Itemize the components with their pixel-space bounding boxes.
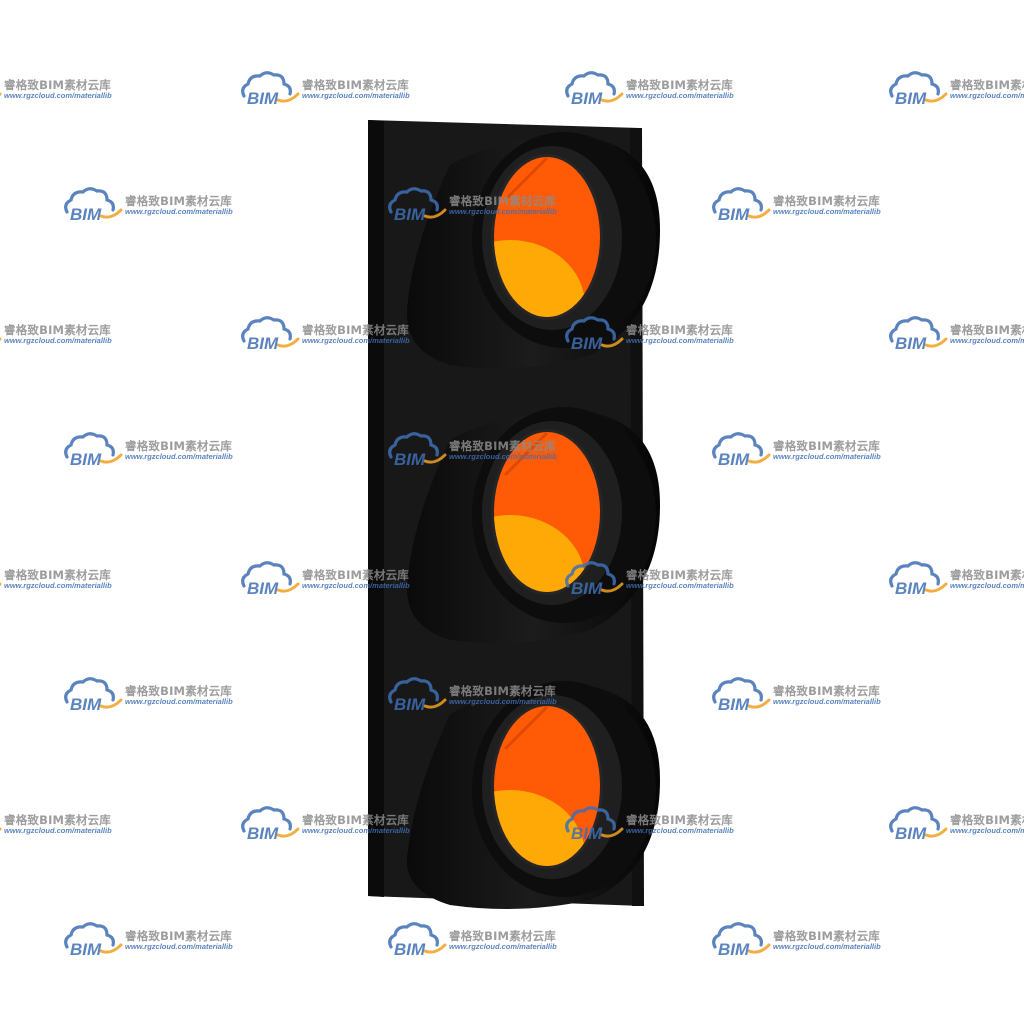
lamp-middle (406, 407, 660, 644)
lamp-top (406, 132, 660, 369)
lamp-bottom (406, 681, 660, 909)
